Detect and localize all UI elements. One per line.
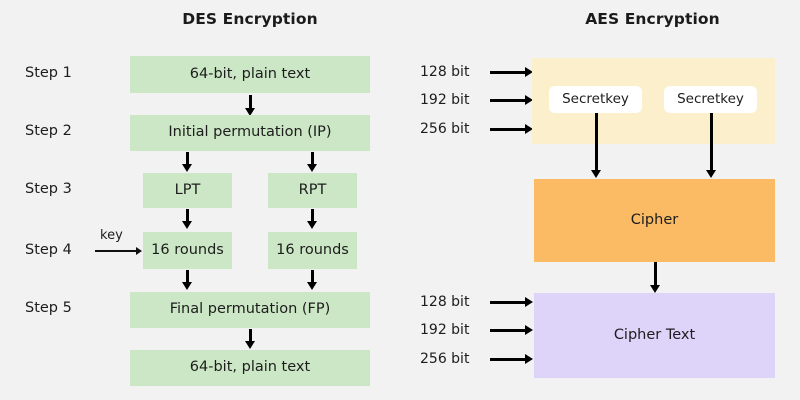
des-box-rounds-left: 16 rounds [143,232,232,269]
aes-key-size-label-192-top: 192 bit [420,92,470,108]
des-step-label-5: Step 5 [25,300,72,316]
des-title: DES Encryption [182,10,318,28]
des-box-lpt: LPT [143,173,232,208]
des-box-plain-text-out: 64-bit, plain text [130,350,370,386]
des-step-label-4: Step 4 [25,242,72,258]
des-step-label-1: Step 1 [25,65,72,81]
aes-key-size-label-128-bottom: 128 bit [420,294,470,310]
des-box-rpt: RPT [268,173,357,208]
des-box-plain-text-in: 64-bit, plain text [130,56,370,93]
aes-key-size-label-192-bottom: 192 bit [420,322,470,338]
aes-box-secret-key-right: Secretkey [664,86,757,113]
des-step-label-2: Step 2 [25,123,72,139]
des-box-initial-permutation: Initial permutation (IP) [130,115,370,151]
aes-key-size-label-256-bottom: 256 bit [420,351,470,367]
aes-key-size-label-128-top: 128 bit [420,64,470,80]
des-key-label: key [100,228,123,243]
aes-box-cipher-text: Cipher Text [534,293,775,378]
aes-box-secret-key-left: Secretkey [549,86,642,113]
des-box-rounds-right: 16 rounds [268,232,357,269]
des-box-final-permutation: Final permutation (FP) [130,292,370,328]
aes-box-cipher: Cipher [534,179,775,262]
des-step-label-3: Step 3 [25,181,72,197]
aes-key-size-label-256-top: 256 bit [420,121,470,137]
aes-title: AES Encryption [585,10,720,28]
